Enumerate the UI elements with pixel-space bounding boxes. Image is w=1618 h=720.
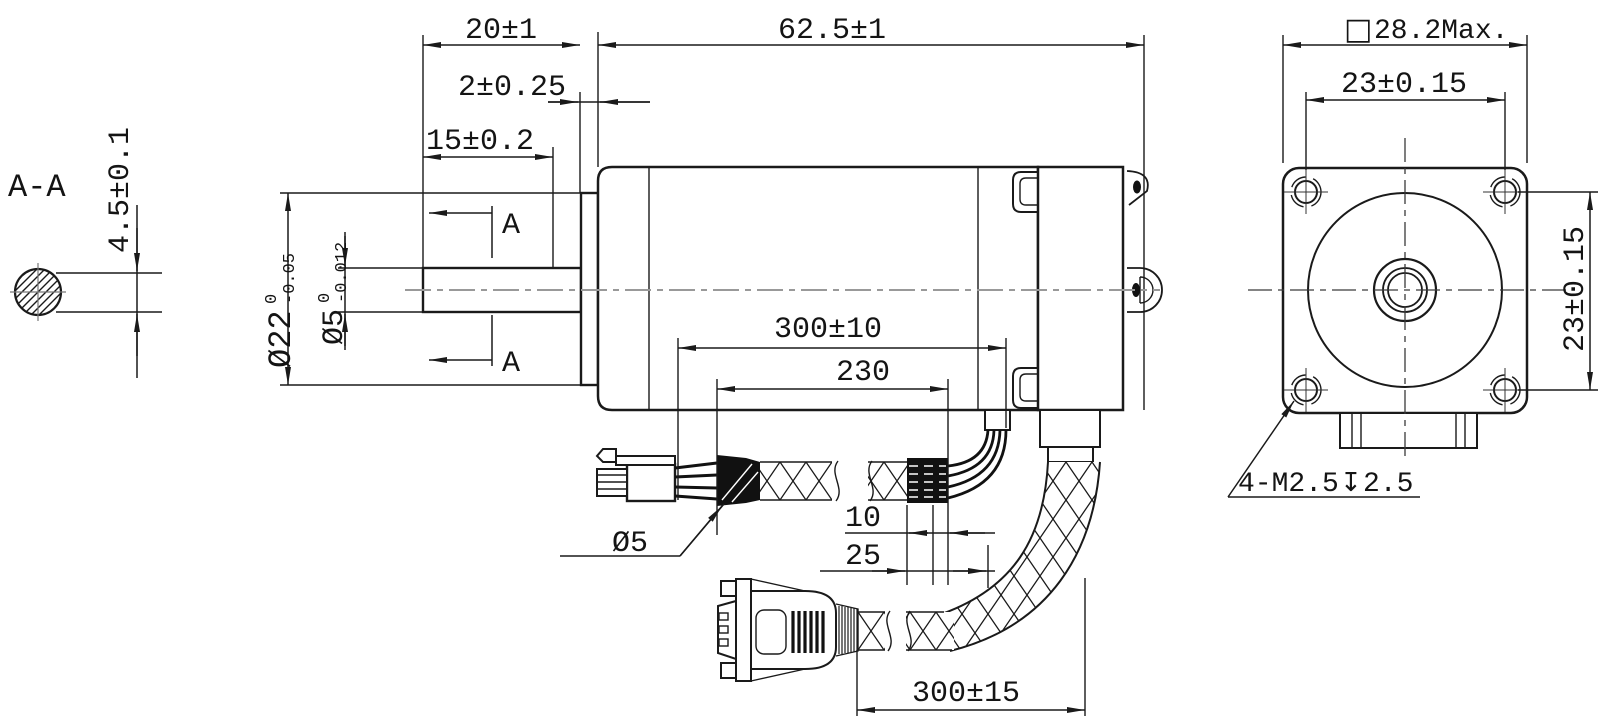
dim-across-flat: 4.5±0.1 (56, 127, 162, 378)
section-marker-bottom: A (502, 347, 520, 381)
dim-hole-pitch-vertical: 23±0.15 (1518, 191, 1598, 391)
dim-front-length: 20±1 (422, 14, 581, 268)
boss-dia-base: Ø22 (263, 310, 300, 368)
dim-boss-step: 2±0.25 (458, 71, 650, 105)
dim-hole-pitch-horizontal: 23±0.15 (1305, 68, 1506, 170)
terminal-tab (1339, 412, 1478, 449)
mounting-hole (1284, 368, 1328, 412)
boss-dia-tol-lower: -0.05 (281, 253, 300, 304)
rear-screw-middle (1127, 267, 1163, 313)
hole-note-depth: 2.5 (1363, 469, 1413, 500)
shaft-dia-tol-lower: -0.012 (333, 242, 352, 303)
encoder-cable-assembly (595, 429, 1101, 682)
exit-wires (947, 429, 1008, 500)
section-title: A-A (8, 169, 66, 206)
dim-hole-pitch-h-label: 23±0.15 (1341, 68, 1467, 102)
section-marker-top: A (502, 209, 520, 243)
dim-cable-to-shrink: 230 (716, 356, 949, 585)
side-view: 20±1 62.5±1 2±0.25 15±0.2 Ø22 0 -0.05 (263, 14, 1163, 716)
section-crosshair (10, 263, 66, 321)
braided-sleeve-upper (760, 457, 907, 504)
dim-body-length: 62.5±1 (597, 14, 1144, 167)
front-view: □ 28.2Max. 23±0.15 23±0.15 4-M2.5 ↧ 2.5 (1227, 12, 1598, 500)
motor-body (596, 165, 1040, 412)
dim-flange-square: □ 28.2Max. (1282, 12, 1528, 163)
dim-body-length-label: 62.5±1 (778, 14, 886, 48)
joint-clip-top (1012, 171, 1038, 213)
dim-cable-length: 300±10 (677, 313, 1007, 500)
rear-screw-top (1126, 170, 1149, 206)
braided-sleeve-lower (858, 607, 954, 654)
pigtail-connector (595, 448, 677, 503)
shaft-dia-tol-upper: 0 (316, 293, 335, 303)
dim-cable-to-shrink-label: 230 (836, 356, 890, 390)
dim-shrink-offset: 25 (820, 540, 995, 588)
dim-tail-length-label: 300±15 (912, 677, 1020, 711)
section-cut-markers: A A (429, 206, 520, 381)
cable-gland-box (1039, 409, 1101, 448)
depth-symbol-icon: ↧ (1340, 468, 1362, 498)
section-view-aa: A-A 4.5±0.1 (8, 127, 162, 378)
dim-shrink-offset-label: 25 (845, 540, 881, 574)
dim-shaft-flat-label: 15±0.2 (426, 125, 534, 159)
dim-tail-length: 300±15 (856, 578, 1086, 716)
dim-shrink-length-label: 10 (845, 502, 881, 536)
joint-clip-bottom (1012, 367, 1038, 409)
cable-gland-step (1047, 446, 1094, 463)
braided-tail-curve (935, 461, 1101, 652)
heat-shrink-band (907, 458, 948, 503)
rear-housing (1036, 165, 1125, 412)
dim-shaft-diameter: Ø5 0 -0.012 (316, 232, 423, 350)
dim-boss-diameter: Ø22 0 -0.05 (263, 192, 581, 386)
dim-front-length-label: 20±1 (465, 14, 537, 48)
square-symbol-icon: □ (1344, 12, 1372, 47)
dim-flange-square-label: 28.2Max. (1374, 16, 1508, 47)
dim-shaft-flat-length: 15±0.2 (423, 125, 554, 268)
boss-dia-tol-upper: 0 (263, 294, 282, 304)
dim-across-flat-label: 4.5±0.1 (104, 127, 138, 253)
pigtail-wires (674, 461, 718, 501)
dim-cable-length-label: 300±10 (774, 313, 882, 347)
cable-diameter-callout: Ø5 (560, 503, 725, 561)
dim-hole-pitch-v-label: 23±0.15 (1559, 226, 1593, 352)
mounting-hole (1284, 170, 1328, 214)
dsub-connector (717, 578, 859, 682)
mounting-hole-note: 4-M2.5 ↧ 2.5 (1227, 400, 1420, 500)
cable-backshell (717, 455, 760, 506)
wire-exit-port (984, 409, 1011, 431)
dim-boss-step-label: 2±0.25 (458, 71, 566, 105)
shaft-dia-base: Ø5 (318, 309, 352, 345)
hole-note-prefix: 4-M2.5 (1238, 469, 1339, 500)
